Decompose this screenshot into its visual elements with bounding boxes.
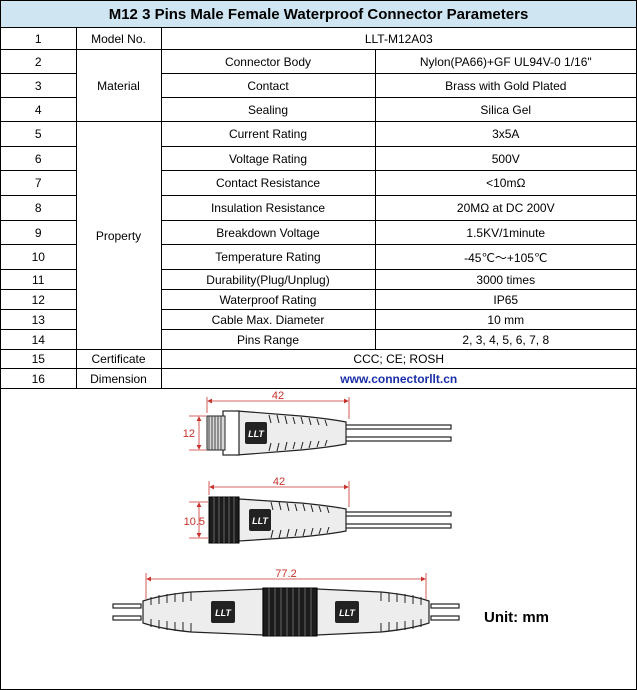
row-number: 11 xyxy=(1,269,77,290)
param-group: Property xyxy=(75,121,162,350)
brand-logo: LLT xyxy=(252,516,269,526)
connector-drawing: LLT 42 12 xyxy=(112,390,460,637)
sheet-title: M12 3 Pins Male Female Waterproof Connec… xyxy=(1,1,637,28)
mated-length-label: 77.2 xyxy=(275,568,296,580)
param-item: Cable Max. Diameter xyxy=(160,309,376,330)
row-number: 14 xyxy=(1,329,77,350)
unit-label: Unit: mm xyxy=(484,609,549,626)
parameter-table: M12 3 Pins Male Female Waterproof Connec… xyxy=(1,1,637,389)
brand-logo: LLT xyxy=(339,608,356,618)
param-item: Contact xyxy=(160,73,376,98)
male-length-label: 42 xyxy=(272,390,284,402)
row-number: 16 xyxy=(1,368,77,389)
female-length-label: 42 xyxy=(273,476,285,488)
param-item: Sealing xyxy=(160,97,376,122)
row-number: 10 xyxy=(1,244,77,270)
param-group: Material xyxy=(75,49,162,122)
row-number: 7 xyxy=(1,170,77,196)
row-number: 13 xyxy=(1,309,77,330)
row-number: 6 xyxy=(1,146,77,171)
param-item: Voltage Rating xyxy=(160,146,376,171)
website-url[interactable]: www.connectorllt.cn xyxy=(340,371,458,386)
param-value: 10 mm xyxy=(374,309,637,330)
param-group: Certificate xyxy=(75,349,162,369)
male-diameter-label: 12 xyxy=(183,428,195,440)
mated-connector-view: LLT LLT 77.2 xyxy=(112,568,460,637)
param-value: LLT-M12A03 xyxy=(160,27,637,50)
param-group: Model No. xyxy=(75,27,162,50)
brand-logo: LLT xyxy=(215,608,232,618)
param-value: 20MΩ at DC 200V xyxy=(374,195,637,221)
param-item: Durability(Plug/Unplug) xyxy=(160,269,376,290)
param-value: 2, 3, 4, 5, 6, 7, 8 xyxy=(374,329,637,350)
param-value: Silica Gel xyxy=(374,97,637,122)
param-item: Contact Resistance xyxy=(160,170,376,196)
param-value: 3000 times xyxy=(374,269,637,290)
row-number: 4 xyxy=(1,97,77,122)
row-number: 5 xyxy=(1,121,77,147)
row-number: 2 xyxy=(1,49,77,74)
website-link[interactable]: www.connectorllt.cn xyxy=(160,368,637,389)
brand-logo: LLT xyxy=(248,429,265,439)
param-value: Brass with Gold Plated xyxy=(374,73,637,98)
param-item: Pins Range xyxy=(160,329,376,350)
row-number: 9 xyxy=(1,220,77,245)
param-item: Connector Body xyxy=(160,49,376,74)
female-diameter-label: 10.5 xyxy=(184,516,205,528)
param-item: Temperature Rating xyxy=(160,244,376,270)
param-item: Breakdown Voltage xyxy=(160,220,376,245)
param-value: <10mΩ xyxy=(374,170,637,196)
male-connector-view: LLT 42 12 xyxy=(183,390,452,456)
param-value: -45℃～+105℃ xyxy=(374,244,637,270)
param-item: Waterproof Rating xyxy=(160,289,376,310)
row-number: 12 xyxy=(1,289,77,310)
param-item: Current Rating xyxy=(160,121,376,147)
female-connector-view: LLT 42 10.5 xyxy=(184,476,452,544)
param-value: 500V xyxy=(374,146,637,171)
param-value: IP65 xyxy=(374,289,637,310)
param-value: 1.5KV/1minute xyxy=(374,220,637,245)
row-number: 1 xyxy=(1,27,77,50)
row-number: 3 xyxy=(1,73,77,98)
row-number: 8 xyxy=(1,195,77,221)
param-value: CCC; CE; ROSH xyxy=(160,349,637,369)
dimension-drawing: LLT 42 12 xyxy=(1,389,636,664)
param-group: Dimension xyxy=(75,368,162,389)
param-item: Insulation Resistance xyxy=(160,195,376,221)
row-number: 15 xyxy=(1,349,77,369)
param-value: 3x5A xyxy=(374,121,637,147)
param-value: Nylon(PA66)+GF UL94V-0 1/16" xyxy=(374,49,637,74)
